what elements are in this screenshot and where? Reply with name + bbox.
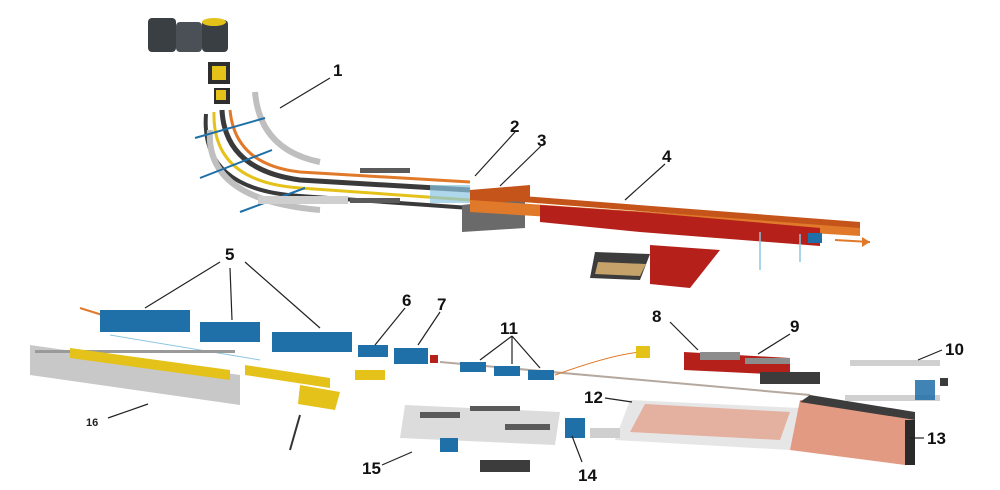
finishing-mill-line [439,346,811,396]
label-4: 4 [662,147,672,166]
label-6: 6 [402,291,411,310]
label-13: 13 [927,429,946,448]
label-8: 8 [652,307,661,326]
leader-lines [107,77,943,466]
label-7: 7 [437,295,446,314]
cooling-bed [615,395,915,465]
ladle-turret [148,18,230,104]
label-15: 15 [362,459,381,478]
outer-racks [845,360,948,401]
caster-bow-strands [194,91,471,213]
roughing-mill-line [79,307,438,364]
shear-and-tunnel-furnace [430,185,871,288]
label-10: 10 [945,340,964,359]
label-12: 12 [584,388,603,407]
label-14: 14 [578,466,597,485]
coil-station-area [684,352,820,384]
lower-left-storage [400,405,620,472]
label-2: 2 [510,117,519,136]
label-16: 16 [86,417,98,429]
label-9: 9 [790,317,799,336]
label-5: 5 [225,245,234,264]
label-11: 11 [500,319,518,338]
reheating-and-yellow-tables [30,345,385,451]
label-3: 3 [537,131,546,150]
label-1: 1 [333,61,342,80]
